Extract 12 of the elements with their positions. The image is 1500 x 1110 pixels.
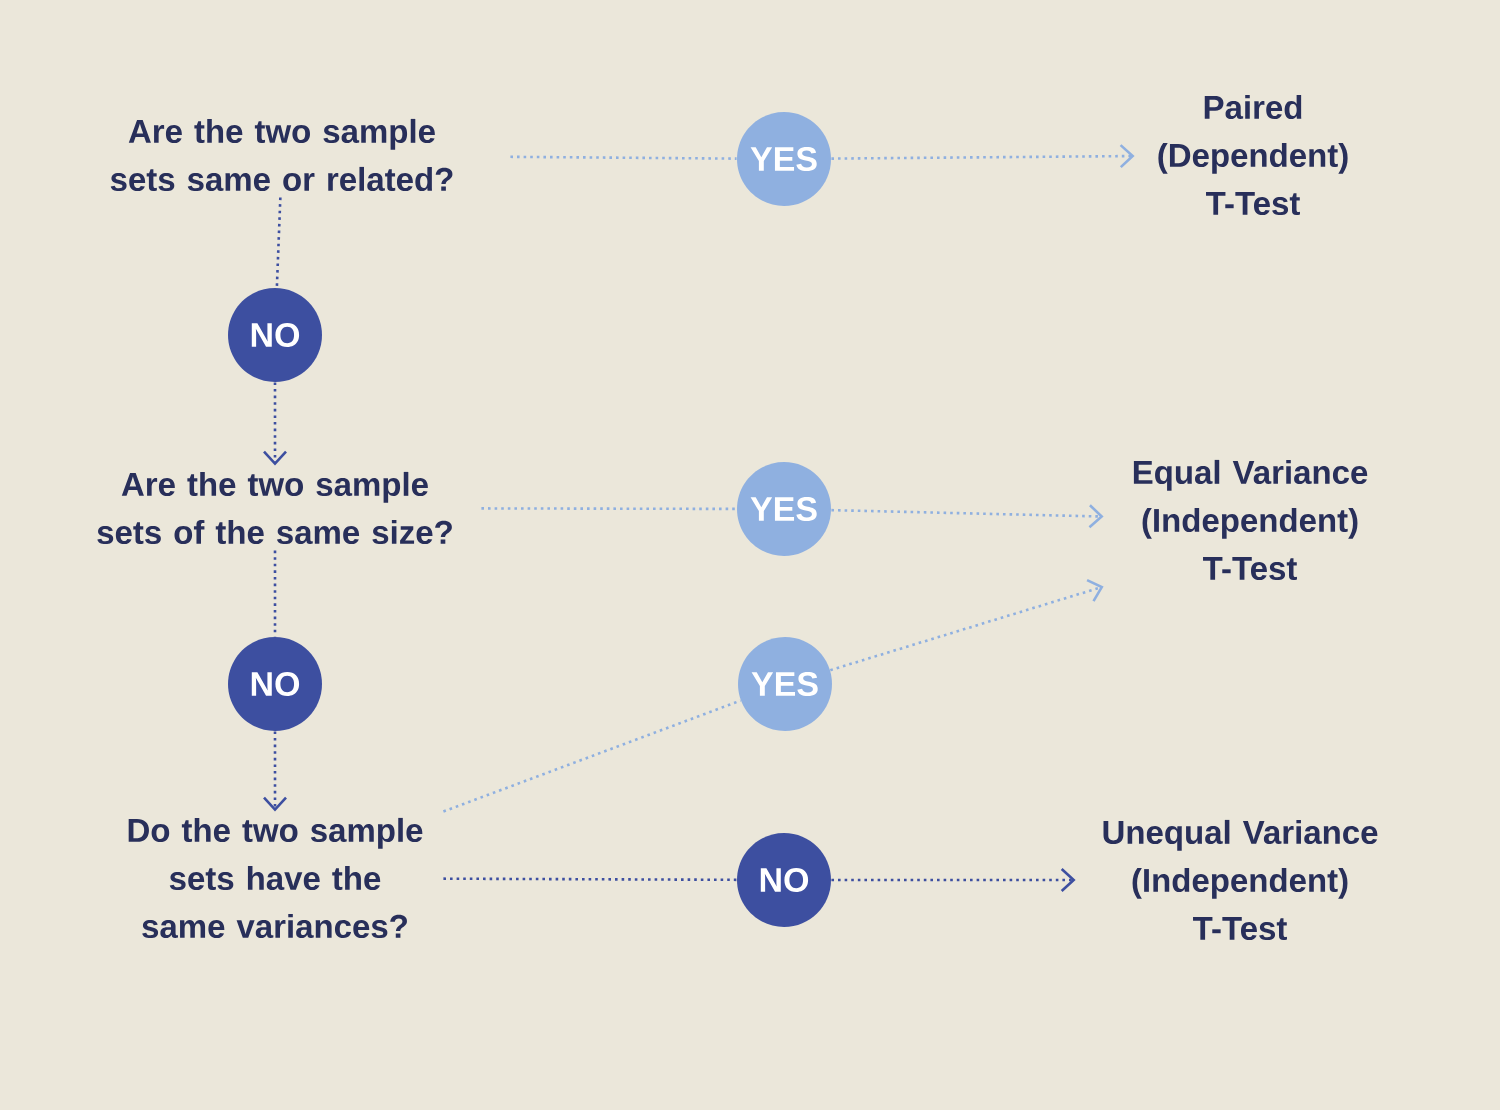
arrow <box>831 144 1135 169</box>
question-text: Are the two sample sets same or related? <box>110 118 453 192</box>
arrow <box>263 382 287 466</box>
result-text: Paired (Dependent) T-Test <box>1158 94 1348 216</box>
arrow <box>263 731 287 812</box>
question-text: Do the two sample sets have the same variances? <box>128 817 423 939</box>
arrow <box>831 868 1076 892</box>
arrow <box>829 578 1104 672</box>
result-text: Equal Variance (Independent) T-Test <box>1133 459 1368 581</box>
result-text: Unequal Variance (Independent) T-Test <box>1103 819 1378 941</box>
question-text: Are the two sample sets of the same size? <box>97 471 452 545</box>
arrow <box>831 504 1104 529</box>
